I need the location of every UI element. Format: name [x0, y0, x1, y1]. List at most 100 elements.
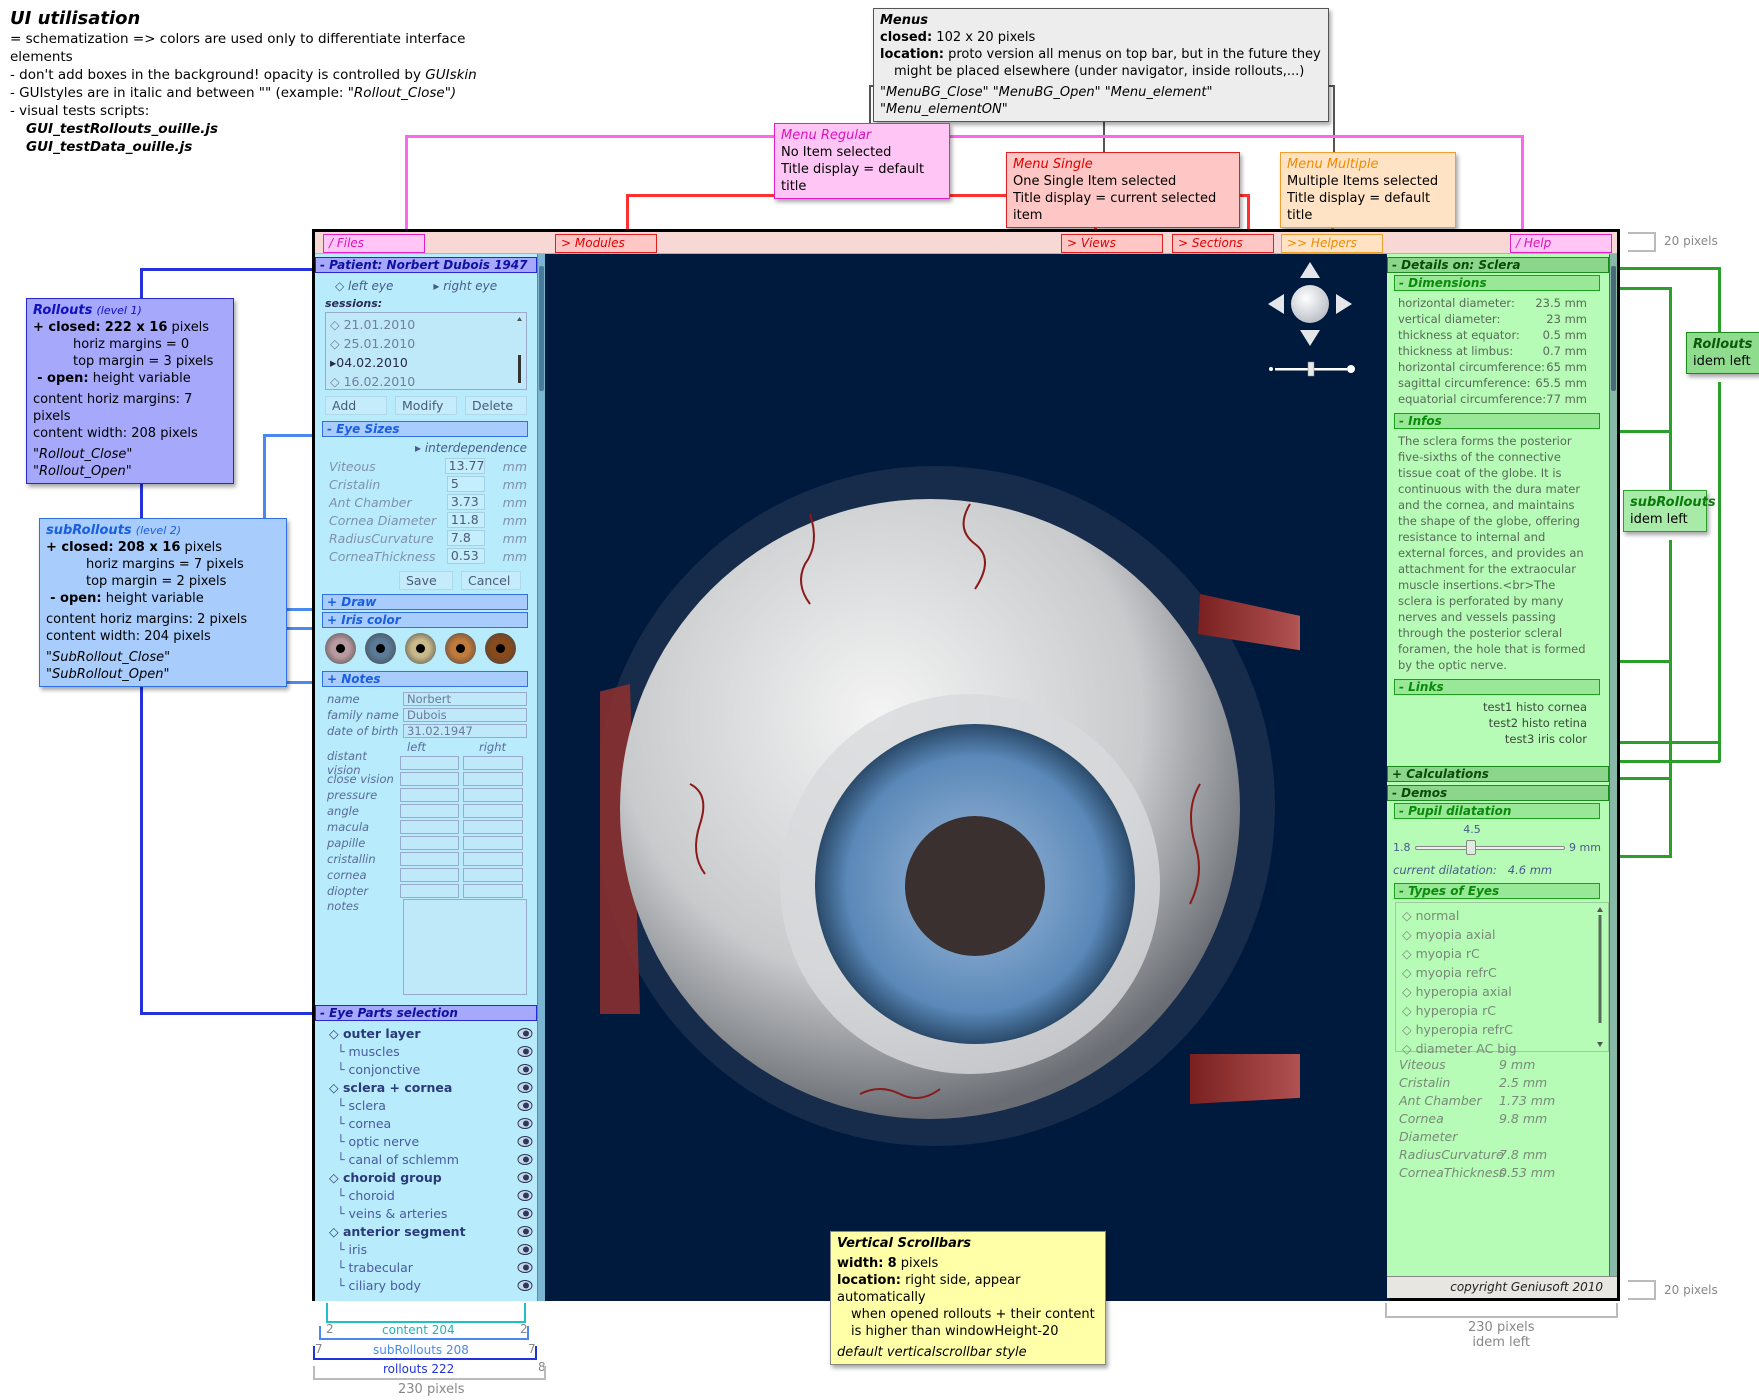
- eye-part-item[interactable]: └ conjonctive: [319, 1061, 537, 1079]
- radio-left-eye[interactable]: ◇ left eye: [335, 279, 394, 293]
- visibility-eye-icon[interactable]: [517, 1117, 533, 1130]
- left-value-field[interactable]: [399, 836, 460, 850]
- eye-part-group[interactable]: ◇ choroid group: [319, 1169, 537, 1187]
- eye-type-item[interactable]: ◇ diameter AC big: [1402, 1041, 1517, 1056]
- pan-right-icon[interactable]: [1336, 294, 1352, 314]
- visibility-eye-icon[interactable]: [517, 1279, 533, 1292]
- eye-part-item[interactable]: └ trabecular: [319, 1259, 537, 1277]
- eye-type-item[interactable]: ◇ hyperopia axial: [1402, 984, 1512, 999]
- right-value-field[interactable]: [463, 884, 523, 898]
- visibility-eye-icon[interactable]: [517, 1081, 533, 1094]
- visibility-eye-icon[interactable]: [517, 1045, 533, 1058]
- right-value-field[interactable]: [463, 788, 523, 802]
- link-item[interactable]: test2 histo retina: [1488, 716, 1587, 730]
- eye-part-item[interactable]: └ cornea: [319, 1115, 537, 1133]
- visibility-eye-icon[interactable]: [517, 1207, 533, 1220]
- rollout-eye-parts[interactable]: - Eye Parts selection: [315, 1005, 537, 1021]
- right-value-field[interactable]: [463, 772, 523, 786]
- iris-swatch[interactable]: [365, 633, 396, 664]
- slider-track[interactable]: [1415, 846, 1565, 850]
- subrollout-eye-sizes[interactable]: - Eye Sizes: [322, 421, 528, 437]
- iris-swatch[interactable]: [445, 633, 476, 664]
- subrollout-iris-color[interactable]: + Iris color: [322, 612, 528, 628]
- rollout-demos[interactable]: - Demos: [1387, 785, 1609, 801]
- eye-model[interactable]: [600, 454, 1300, 1154]
- subrollout-notes[interactable]: + Notes: [322, 671, 528, 687]
- link-item[interactable]: test1 histo cornea: [1482, 700, 1587, 714]
- left-value-field[interactable]: [399, 756, 460, 770]
- pan-up-icon[interactable]: [1300, 262, 1320, 278]
- eye-part-group[interactable]: ◇ outer layer: [319, 1025, 537, 1043]
- eye-part-item[interactable]: └ optic nerve: [319, 1133, 537, 1151]
- visibility-eye-icon[interactable]: [517, 1225, 533, 1238]
- menu-help[interactable]: / Help: [1510, 234, 1612, 253]
- menu-files[interactable]: / Files (Patients): [323, 234, 425, 267]
- types-scrollbar[interactable]: [1597, 907, 1603, 1047]
- sessions-list[interactable]: ◇ 21.01.2010 ◇ 25.01.2010 ▸04.02.2010 ◇ …: [325, 312, 527, 390]
- scrollbar-thumb[interactable]: [1611, 266, 1616, 391]
- visibility-eye-icon[interactable]: [517, 1261, 533, 1274]
- eye-type-item[interactable]: ◇ myopia rC: [1402, 946, 1480, 961]
- visibility-eye-icon[interactable]: [517, 1171, 533, 1184]
- iris-swatch[interactable]: [485, 633, 516, 664]
- right-value-field[interactable]: [463, 836, 523, 850]
- iris-swatch[interactable]: [405, 633, 436, 664]
- eye-type-item[interactable]: ◇ hyperopia rC: [1402, 1003, 1496, 1018]
- slider-thumb[interactable]: [1466, 840, 1477, 855]
- right-value-field[interactable]: [463, 756, 523, 770]
- session-item[interactable]: ◇ 25.01.2010: [330, 336, 416, 351]
- visibility-eye-icon[interactable]: [517, 1099, 533, 1112]
- radio-right-eye[interactable]: ▸ right eye: [433, 279, 498, 293]
- types-of-eyes-list[interactable]: ◇ normal◇ myopia axial◇ myopia rC◇ myopi…: [1395, 902, 1609, 1056]
- right-value-field[interactable]: [463, 804, 523, 818]
- subrollout-infos[interactable]: - Infos: [1394, 413, 1600, 429]
- add-button[interactable]: Add: [325, 396, 387, 415]
- interdependence-toggle[interactable]: ▸ interdependence: [415, 441, 527, 455]
- visibility-eye-icon[interactable]: [517, 1063, 533, 1076]
- eye-part-item[interactable]: └ sclera: [319, 1097, 537, 1115]
- link-item[interactable]: test3 iris color: [1504, 732, 1587, 746]
- eye-part-item[interactable]: └ iris: [319, 1241, 537, 1259]
- right-value-field[interactable]: [463, 852, 523, 866]
- left-value-field[interactable]: [399, 852, 460, 866]
- eye-part-item[interactable]: └ muscles: [319, 1043, 537, 1061]
- visibility-eye-icon[interactable]: [517, 1135, 533, 1148]
- visibility-eye-icon[interactable]: [517, 1189, 533, 1202]
- 3d-viewport[interactable]: [545, 254, 1390, 1301]
- dob-field[interactable]: 31.02.1947: [403, 724, 527, 738]
- cancel-button[interactable]: Cancel: [461, 571, 521, 590]
- family-name-field[interactable]: Dubois: [403, 708, 527, 722]
- modify-button[interactable]: Modify: [395, 396, 457, 415]
- eye-part-group[interactable]: ◇ sclera + cornea: [319, 1079, 537, 1097]
- eye-part-item[interactable]: └ canal of schlemm: [319, 1151, 537, 1169]
- rollout-patient[interactable]: - Patient: Norbert Dubois 1947: [315, 257, 537, 273]
- subrollout-links[interactable]: - Links: [1394, 679, 1600, 695]
- subrollout-types-of-eyes[interactable]: - Types of Eyes: [1394, 883, 1600, 899]
- left-value-field[interactable]: [399, 772, 460, 786]
- left-value-field[interactable]: [399, 788, 460, 802]
- eye-type-item[interactable]: ◇ myopia refrC: [1402, 965, 1497, 980]
- name-field[interactable]: Norbert: [403, 692, 527, 706]
- menu-views[interactable]: > Views: [1061, 234, 1163, 253]
- subrollout-pupil-dilatation[interactable]: - Pupil dilatation: [1394, 803, 1600, 819]
- session-item[interactable]: ◇ 16.02.2010: [330, 374, 416, 389]
- navigator-control[interactable]: [1260, 260, 1360, 380]
- left-value-field[interactable]: [399, 868, 460, 882]
- delete-button[interactable]: Delete: [465, 396, 527, 415]
- left-scrollbar[interactable]: [537, 254, 545, 1301]
- session-item[interactable]: ◇ 21.01.2010: [330, 317, 416, 332]
- visibility-eye-icon[interactable]: [517, 1027, 533, 1040]
- eye-type-item[interactable]: ◇ normal: [1402, 908, 1460, 923]
- sessions-scrollbar[interactable]: [517, 317, 522, 387]
- eye-part-group[interactable]: ◇ anterior segment: [319, 1223, 537, 1241]
- save-button[interactable]: Save: [399, 571, 453, 590]
- eye-part-item[interactable]: └ ciliary body: [319, 1277, 537, 1295]
- subrollout-draw[interactable]: + Draw: [322, 594, 528, 610]
- zoom-slider-thumb[interactable]: [1307, 361, 1315, 377]
- session-item-selected[interactable]: ▸04.02.2010: [330, 355, 408, 370]
- rollout-details[interactable]: - Details on: Sclera: [1387, 257, 1609, 273]
- notes-textarea[interactable]: [403, 899, 527, 995]
- menu-sections[interactable]: > Sections: [1172, 234, 1274, 253]
- eye-part-item[interactable]: └ choroid: [319, 1187, 537, 1205]
- menu-modules[interactable]: > Modules: [555, 234, 657, 253]
